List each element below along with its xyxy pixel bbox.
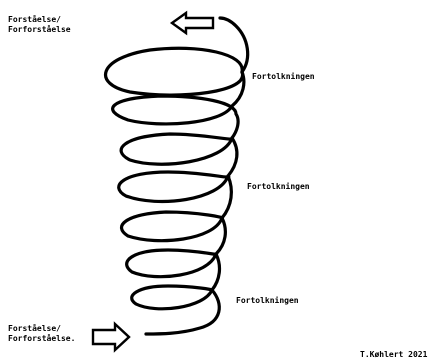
spiral-coil-6 xyxy=(127,250,217,277)
spiral-coil-5 xyxy=(122,212,223,241)
label-understanding-bottom: Forståelse/ Forforståelse. xyxy=(8,324,75,344)
label-interpretation-lower: Fortolkningen xyxy=(236,296,299,306)
spiral-coil-7 xyxy=(132,286,212,309)
label-understanding-top: Forståelse/ Forforståelse xyxy=(8,15,71,35)
label-understanding-bottom-line-2: Forforståelse. xyxy=(8,334,75,344)
spiral-coil-2 xyxy=(113,72,244,138)
spiral xyxy=(106,18,248,334)
spiral-coil-4 xyxy=(119,172,229,202)
spiral-coil-1 xyxy=(106,48,243,95)
author-credit: T.Køhlert 2021 xyxy=(360,350,427,360)
label-understanding-bottom-line-1: Forståelse/ xyxy=(8,324,75,334)
spiral-tail-top xyxy=(220,18,248,72)
spiral-coil-3 xyxy=(121,134,232,164)
arrow-right-outline-icon xyxy=(93,324,129,350)
label-interpretation-upper: Fortolkningen xyxy=(252,72,315,82)
arrow-left-outline-icon xyxy=(172,13,213,33)
label-understanding-top-line-2: Forforståelse xyxy=(8,25,71,35)
label-interpretation-middle: Fortolkningen xyxy=(247,182,310,192)
label-understanding-top-line-1: Forståelse/ xyxy=(8,15,71,25)
